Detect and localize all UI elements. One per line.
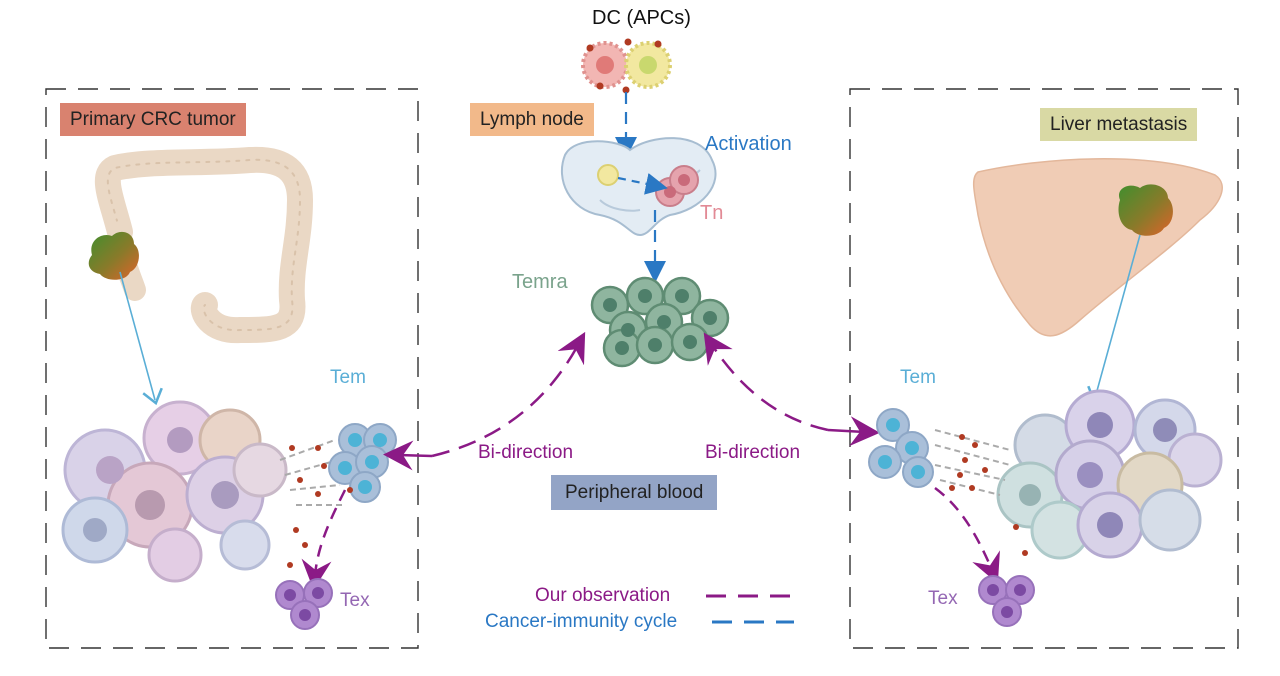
tex-label-right: Tex (928, 588, 958, 609)
dc-label: DC (APCs) (592, 7, 691, 29)
bidirection-arrow-left (431, 331, 586, 458)
bidirection-arrow-right-head (827, 416, 880, 447)
right-panel-frame (849, 88, 1239, 649)
tem-label-right: Tem (900, 367, 936, 388)
legend-cancer-immunity-cycle: Cancer-immunity cycle (485, 611, 678, 632)
tem-label-left: Tem (330, 367, 366, 388)
bidirection-label-right: Bi-direction (705, 442, 801, 463)
bidirection-arrow-left-head (383, 440, 433, 471)
t-cell-cluster-icon (590, 276, 730, 368)
tem-to-tex-arrow-right (934, 486, 1000, 584)
colon-icon (94, 146, 313, 344)
dendritic-cell-icon (581, 38, 672, 94)
left-panel-frame (45, 88, 419, 649)
temra-label: Temra (512, 271, 568, 293)
tex-cluster-left (275, 578, 333, 630)
tumor-mass-left (61, 400, 288, 583)
bidirection-arrow-right (703, 332, 829, 432)
tumor-to-mass-arrow-left (119, 271, 163, 406)
tumor-mass-right (996, 389, 1223, 560)
peripheral-blood-label: Peripheral blood (551, 475, 718, 510)
tex-cluster-right (978, 575, 1035, 627)
liver-icon (972, 158, 1223, 337)
lymph-node-label: Lymph node (470, 103, 594, 136)
tem-to-tex-arrow-left (301, 489, 347, 590)
activation-arrow (617, 173, 668, 195)
tex-label-left: Tex (340, 590, 370, 611)
tumor-to-mass-arrow-right (1087, 234, 1141, 404)
tem-cluster-right (868, 408, 1028, 556)
liver-metastasis-tumor-icon (1118, 184, 1173, 236)
bidirection-label-left: Bi-direction (478, 442, 574, 463)
tn-label: Tn (700, 202, 724, 224)
liver-metastasis-label: Liver metastasis (1040, 108, 1198, 141)
lymph-node-icon (560, 137, 717, 237)
activation-label: Activation (705, 133, 792, 155)
tem-cluster-left (279, 423, 397, 568)
primary-tumor-label: Primary CRC tumor (60, 103, 246, 136)
legend-our-observation: Our observation (535, 585, 671, 606)
primary-tumor-icon (88, 231, 139, 280)
